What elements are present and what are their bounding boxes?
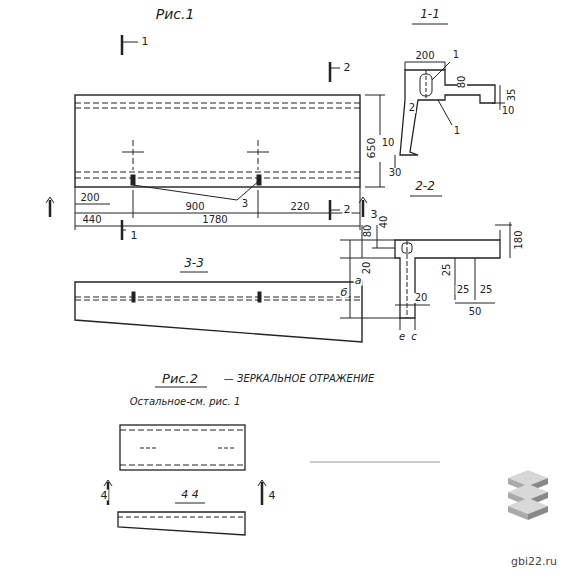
section-mark: 4 (268, 490, 277, 501)
note: Остальное-см. рис. 1 (129, 397, 242, 407)
figure-title: Рис.2 (161, 372, 199, 385)
dimension: 80 (457, 75, 467, 90)
watermark: gbi22.ru (510, 556, 558, 567)
dimension-letter: с (410, 332, 418, 342)
dimension: 25 (479, 285, 494, 295)
section-title: 4 4 (180, 489, 200, 500)
figure-title: Рис.1 (155, 7, 196, 21)
section-mark: 1 (130, 230, 139, 241)
dimension-letter: б (340, 287, 349, 298)
dimension: 50 (468, 307, 483, 317)
section-mark: 2 (343, 204, 352, 215)
dimension: 900 (184, 202, 205, 212)
section-title: 2-2 (414, 180, 436, 192)
section-mark: 4 (100, 490, 109, 501)
dimension: 10 (501, 106, 516, 116)
dimension: 40 (379, 215, 389, 230)
callout-number: 1 (453, 126, 461, 136)
dimension: 20 (362, 261, 372, 276)
note: — ЗЕРКАЛЬНОЕ ОТРАЖЕНИЕ (223, 374, 375, 384)
callout-number: 2 (408, 103, 416, 113)
dimension: 20 (414, 293, 429, 303)
section-title: 1-1 (419, 8, 441, 20)
section-mark: 3 (370, 209, 379, 220)
dimension: 440 (81, 215, 102, 225)
dimension: 200 (414, 51, 435, 61)
dimension: 25 (442, 263, 452, 278)
dimension: 180 (514, 229, 524, 250)
dimension: 80 (363, 224, 373, 239)
section-mark: 1 (141, 36, 150, 47)
dimension: 10 (381, 138, 396, 148)
dimension-letter: е (398, 332, 406, 342)
dimension: 25 (456, 285, 471, 295)
section-mark: 2 (343, 62, 352, 73)
callout-number: 1 (452, 50, 460, 60)
section-title: 3-3 (183, 257, 205, 269)
dimension: 30 (388, 168, 403, 178)
dimension: 35 (507, 88, 517, 103)
callout-number: 3 (241, 199, 249, 209)
dimension: 220 (289, 202, 310, 212)
dimension-letter: а (354, 275, 363, 286)
dimension: 1780 (201, 215, 228, 225)
dimension: 650 (366, 137, 377, 160)
dimension: 200 (79, 193, 100, 203)
